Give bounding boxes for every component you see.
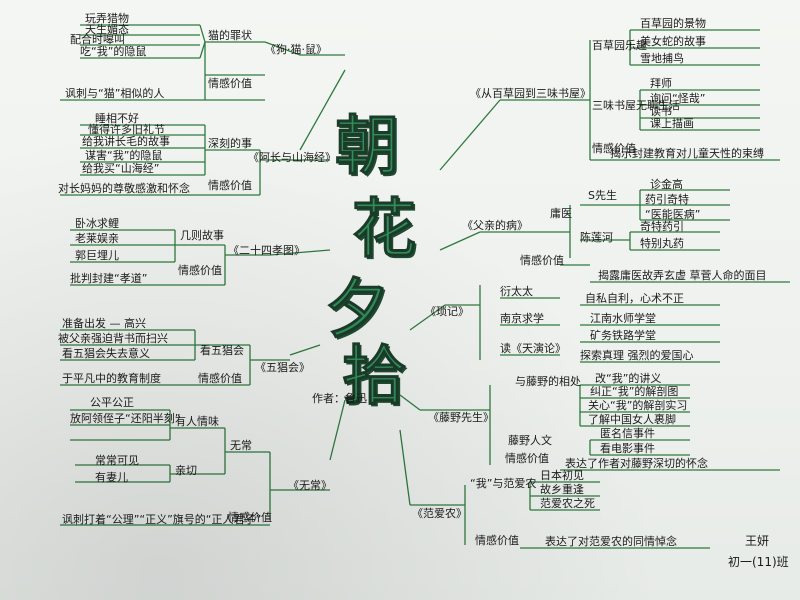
chapter-gou-mao-shu: 《狗·猫·鼠》 bbox=[265, 43, 327, 56]
n9-sub1: 与藤野的相处 bbox=[515, 375, 581, 388]
n7-leaf3: “医能医病” bbox=[645, 208, 701, 221]
n2-leaf6: 对长妈妈的尊敬感激和怀念 bbox=[58, 182, 190, 195]
n7-leaf4: 奇特药引 bbox=[640, 220, 684, 233]
chapter-suo-ji: 《琐记》 bbox=[425, 305, 469, 318]
n1-leaf4: 吃“我”的隐鼠 bbox=[80, 45, 147, 58]
chapter-a-chang: 《阿长与山海经》 bbox=[248, 151, 336, 164]
n4-sub1: 看五猖会 bbox=[200, 344, 244, 357]
n10-sub1: “我”与范爱农 bbox=[470, 477, 537, 490]
n3-leaf2: 老莱娱亲 bbox=[75, 232, 119, 245]
n6-leaf6: 读书 bbox=[650, 105, 672, 118]
n6-sub2: 三味书屋无聊生活 bbox=[592, 99, 680, 112]
n7-leaf1: 诊金高 bbox=[650, 178, 683, 191]
n9-leaf6: 看电影事件 bbox=[600, 442, 655, 455]
chapter-fan-ai-nong: 《范爱农》 bbox=[412, 507, 467, 520]
n5-leaf4: 有妻儿 bbox=[95, 471, 128, 484]
n9-sub2: 藤野人文 bbox=[508, 434, 552, 447]
n5-sub3: 亲切 bbox=[175, 464, 197, 477]
n5-sub1: 无常 bbox=[230, 439, 252, 452]
n5-leaf1: 公平公正 bbox=[90, 396, 134, 409]
n7-sub1: 庸医 bbox=[550, 207, 572, 220]
chapter-bai-cao-yuan: 《从百草园到三味书屋》 bbox=[470, 87, 591, 100]
n10-leaf3: 范爱农之死 bbox=[540, 497, 595, 510]
student-name: 王妍 bbox=[745, 534, 770, 548]
n7-leaf2: 药引奇特 bbox=[645, 193, 689, 206]
n6-leaf4: 拜师 bbox=[650, 77, 672, 90]
n10-leaf2: 故乡重逢 bbox=[540, 483, 584, 496]
n5-leaf3: 常常可见 bbox=[95, 454, 139, 467]
chapter-fu-qin-de-bing: 《父亲的病》 bbox=[462, 219, 528, 232]
n8-leaf4: 自私自利，心术不正 bbox=[585, 292, 684, 305]
chapter-wu-chang-hui: 《五猖会》 bbox=[255, 361, 310, 374]
n7-sub2: 情感价值 bbox=[520, 254, 564, 267]
n2-leaf1: 睡相不好 bbox=[95, 112, 139, 125]
n9-leaf7: 表达了作者对藤野深切的怀念 bbox=[565, 457, 708, 470]
title-char-2: 花 bbox=[352, 192, 417, 267]
n6-sub1: 百草园乐趣 bbox=[592, 39, 647, 52]
n5-leaf2: 放阿领侄子“还阳半刻” bbox=[70, 412, 181, 425]
n9-sub3: 情感价值 bbox=[505, 452, 549, 465]
n3-leaf3: 郭巨埋儿 bbox=[75, 249, 119, 262]
n4-leaf3: 看五猖会失去意义 bbox=[62, 347, 150, 360]
n2-sub2: 情感价值 bbox=[208, 179, 252, 192]
n7-leaf6: 揭露庸医故弄玄虚 草菅人命的面目 bbox=[598, 269, 767, 282]
n4-sub2: 情感价值 bbox=[198, 372, 242, 385]
n9-leaf2: 纠正“我”的解剖图 bbox=[590, 385, 679, 398]
n5-sub4: 情感价值 bbox=[228, 511, 272, 524]
student-class: 初一(11)班 bbox=[728, 555, 789, 569]
n6-leaf3: 雪地捕鸟 bbox=[640, 52, 684, 65]
n8-leaf1: 衍太太 bbox=[500, 285, 533, 298]
n6-leaf1: 百草园的景物 bbox=[640, 17, 706, 30]
n9-leaf1: 改“我”的讲义 bbox=[595, 372, 662, 385]
n1-leaf3: 配合时嗥叫 bbox=[70, 33, 125, 46]
n1-leaf1: 玩弄猎物 bbox=[85, 12, 129, 25]
n8-leaf6: 矿务铁路学堂 bbox=[590, 329, 656, 342]
n8-leaf2: 南京求学 bbox=[500, 312, 544, 325]
chapter-er-shi-si: 《二十四孝图》 bbox=[228, 244, 305, 257]
n1-leaf2: 天生媚态 bbox=[85, 23, 129, 36]
n6-leaf2: 美女蛇的故事 bbox=[640, 35, 706, 48]
n7-s1: S先生 bbox=[588, 189, 617, 202]
n6-leaf5: 询问“怪哉” bbox=[650, 92, 706, 105]
n9-leaf3: 关心“我”的解剖实习 bbox=[588, 399, 688, 412]
n2-leaf3: 给我讲长毛的故事 bbox=[82, 135, 170, 148]
n1-sub1: 猫的罪状 bbox=[208, 29, 252, 42]
title-char-4: 拾 bbox=[342, 339, 407, 414]
n3-sub1: 几则故事 bbox=[180, 229, 224, 242]
n2-leaf5: 给我买“山海经” bbox=[82, 162, 160, 175]
n3-leaf4: 批判封建“孝道” bbox=[70, 272, 148, 285]
n8-leaf3: 读《天演论》 bbox=[500, 342, 566, 355]
n8-leaf7: 探索真理 强烈的爱国心 bbox=[580, 349, 694, 362]
n6-leaf7: 课上描画 bbox=[650, 117, 694, 130]
n4-leaf2: 被父亲强迫背书而扫兴 bbox=[58, 332, 168, 345]
n4-leaf1: 准备出发 — 高兴 bbox=[62, 317, 146, 330]
n1-sub2: 情感价值 bbox=[208, 77, 252, 90]
n2-sub1: 深刻的事 bbox=[208, 137, 252, 150]
n4-leaf4: 于平凡中的教育制度 bbox=[62, 372, 161, 385]
n2-leaf2: 懂得许多旧礼节 bbox=[88, 123, 165, 136]
author: 作者：鲁迅 bbox=[312, 392, 367, 405]
chapter-teng-ye: 《藤野先生》 bbox=[428, 411, 494, 424]
n6-leaf8: 揭示封建教育对儿童天性的束缚 bbox=[610, 147, 764, 160]
n10-sub2: 情感价值 bbox=[475, 534, 519, 547]
n5-leaf5: 讽刺打着“公理”“正义”旗号的“正人君子” bbox=[62, 513, 262, 526]
n3-sub2: 情感价值 bbox=[178, 264, 222, 277]
n7-leaf5: 特别丸药 bbox=[640, 237, 684, 250]
n2-leaf4: 谋害“我”的隐鼠 bbox=[85, 149, 163, 162]
n5-sub2: 有人情味 bbox=[175, 415, 219, 428]
n10-leaf1: 日本初见 bbox=[540, 469, 584, 482]
n6-sub3: 情感价值 bbox=[592, 142, 636, 155]
title-char-3: 夕 bbox=[325, 272, 390, 347]
chapter-wu-chang: 《无常》 bbox=[288, 479, 332, 492]
n7-s2: 陈莲河 bbox=[580, 231, 613, 244]
n3-leaf1: 卧冰求鲤 bbox=[75, 217, 119, 230]
n8-leaf5: 江南水师学堂 bbox=[590, 312, 656, 325]
n9-leaf4: 了解中国女人裹脚 bbox=[588, 413, 676, 426]
n10-leaf4: 表达了对范爱农的同情悼念 bbox=[545, 535, 677, 548]
n9-leaf5: 匿名信事件 bbox=[600, 427, 655, 440]
n1-leaf5: 讽刺与“猫”相似的人 bbox=[65, 87, 165, 100]
title-char-1: 朝 bbox=[335, 109, 400, 184]
